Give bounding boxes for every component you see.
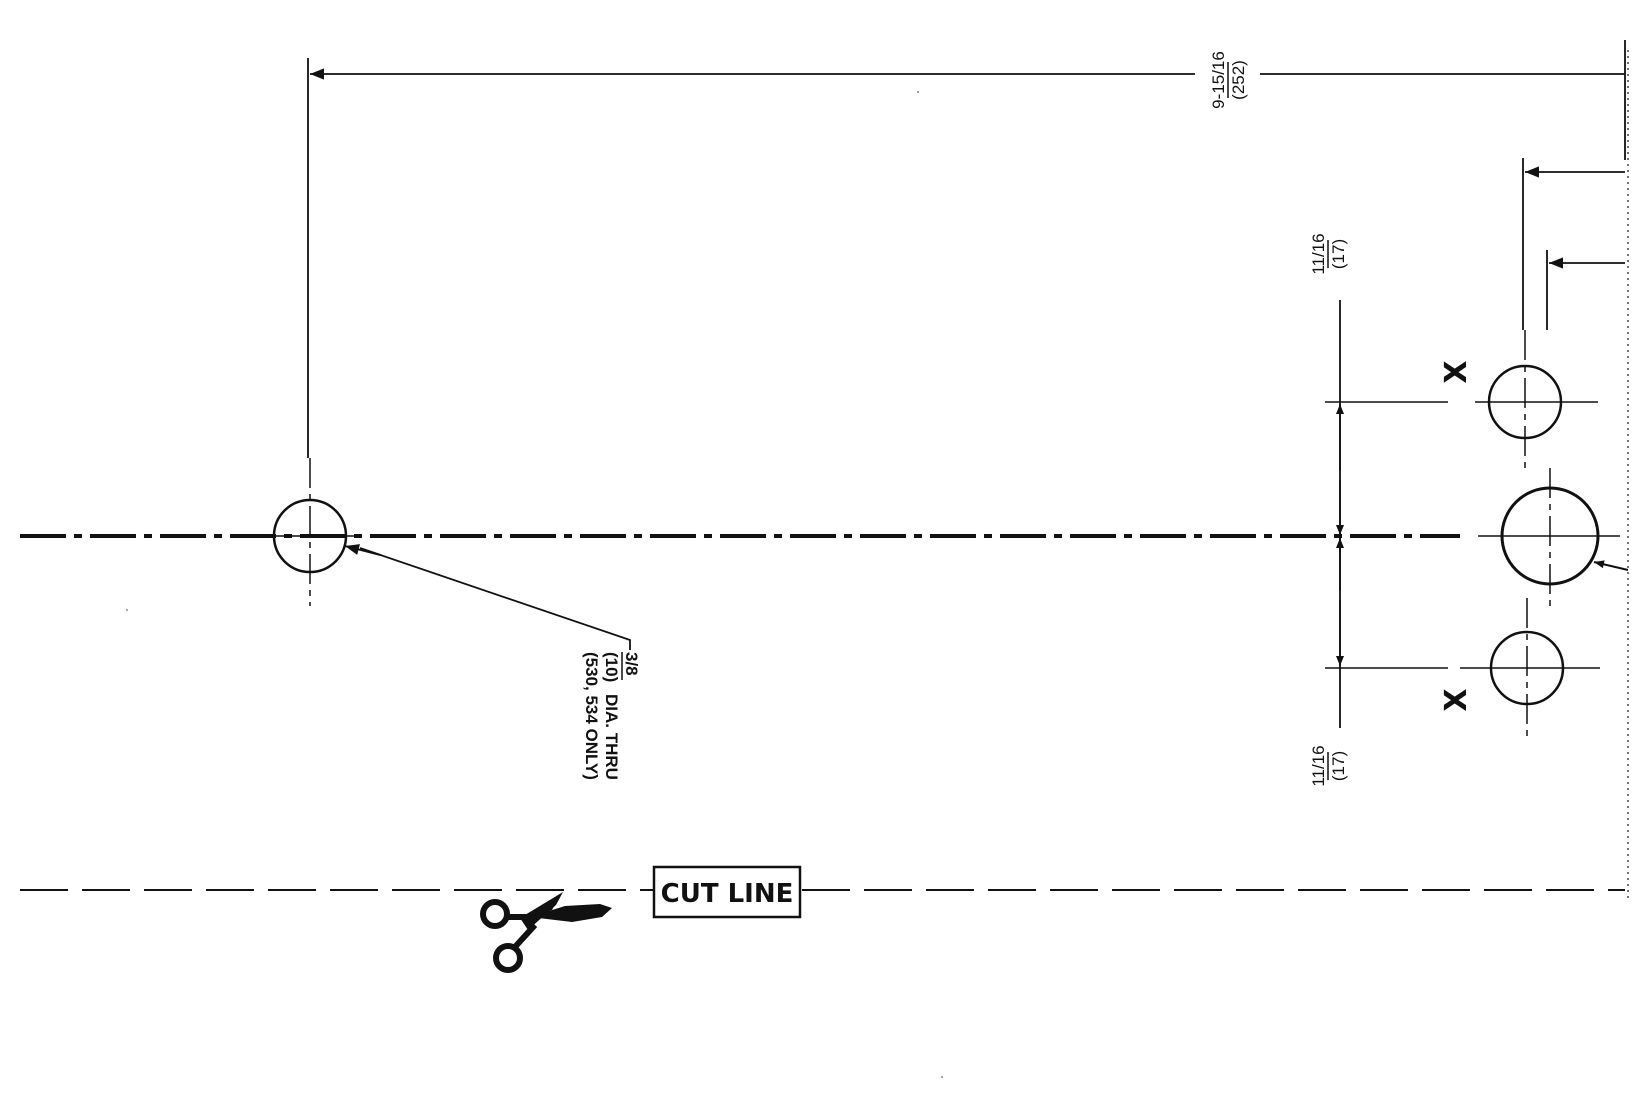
- hole-callout: 3/8 (10) DIA. THRU (530, 534 ONLY): [582, 652, 641, 780]
- lower-offset-dimension: 11/16 (17): [1309, 536, 1448, 787]
- hole-callout-note: (530, 534 ONLY): [582, 652, 601, 780]
- hole-callout-imperial: 3/8: [622, 652, 641, 676]
- scan-speck: [941, 1076, 943, 1078]
- lower-offset-metric: (17): [1329, 751, 1348, 781]
- scissors-icon: [480, 892, 612, 973]
- hole-callout-description: DIA. THRU: [602, 694, 621, 780]
- overall-dimension: 9-15/16 (252): [310, 51, 1625, 109]
- upper-offset-dimension: 11/16 (17): [1309, 233, 1448, 536]
- cut-line: CUT LINE: [20, 865, 1625, 919]
- scan-speck: [917, 91, 919, 93]
- right-edge-references: [1522, 50, 1629, 900]
- cut-line-label-box: [652, 865, 802, 919]
- lower-right-hole: [1460, 598, 1600, 740]
- scan-speck: [126, 609, 128, 611]
- upper-x-marker: X: [1439, 360, 1474, 383]
- upper-offset-metric: (17): [1329, 239, 1348, 269]
- hole-callout-leader: [344, 544, 631, 650]
- lower-offset-imperial: 11/16: [1309, 745, 1328, 786]
- overall-dimension-metric: (252): [1229, 60, 1248, 100]
- cut-line-label: CUT LINE: [661, 879, 794, 909]
- upper-offset-imperial: 11/16: [1309, 233, 1328, 274]
- middle-right-hole: [1478, 468, 1629, 606]
- hole-callout-metric: (10): [602, 652, 621, 682]
- upper-right-hole: [1475, 330, 1598, 470]
- overall-dimension-imperial: 9-15/16: [1209, 51, 1228, 109]
- left-hole: [262, 458, 358, 606]
- lower-x-marker: X: [1439, 688, 1474, 711]
